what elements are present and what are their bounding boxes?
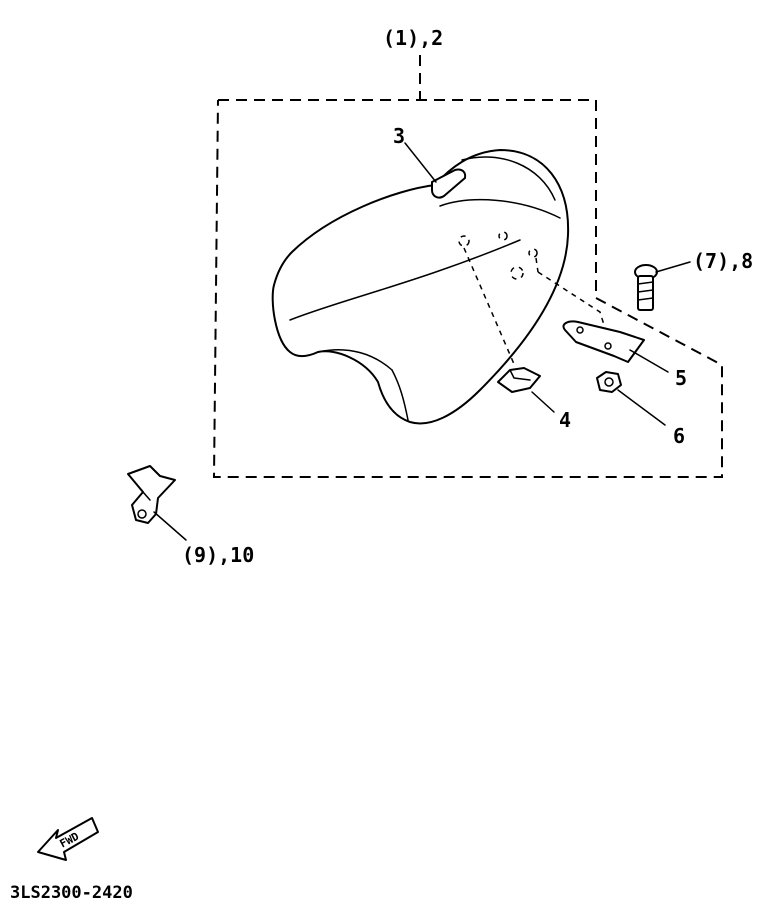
bolt-part	[634, 261, 691, 311]
assembly-boundary	[212, 55, 723, 478]
callout-part-3: 3	[393, 124, 405, 148]
callout-part-4: 4	[559, 408, 571, 432]
callout-bracket: (9),10	[182, 543, 254, 567]
mounting-bracket	[562, 320, 669, 373]
clip-part	[497, 367, 555, 413]
callout-part-5: 5	[675, 366, 687, 390]
seat-illustration	[271, 149, 570, 425]
drawing-code: 3LS2300-2420	[10, 883, 133, 903]
side-bracket-part	[127, 465, 187, 541]
seat-strap-part	[404, 142, 467, 199]
fwd-arrow-icon: FWD	[37, 817, 99, 861]
callout-seat-assembly: (1),2	[383, 26, 443, 50]
callout-part-6: 6	[673, 424, 685, 448]
nut-part	[596, 371, 666, 426]
callout-bolt: (7),8	[693, 249, 753, 273]
